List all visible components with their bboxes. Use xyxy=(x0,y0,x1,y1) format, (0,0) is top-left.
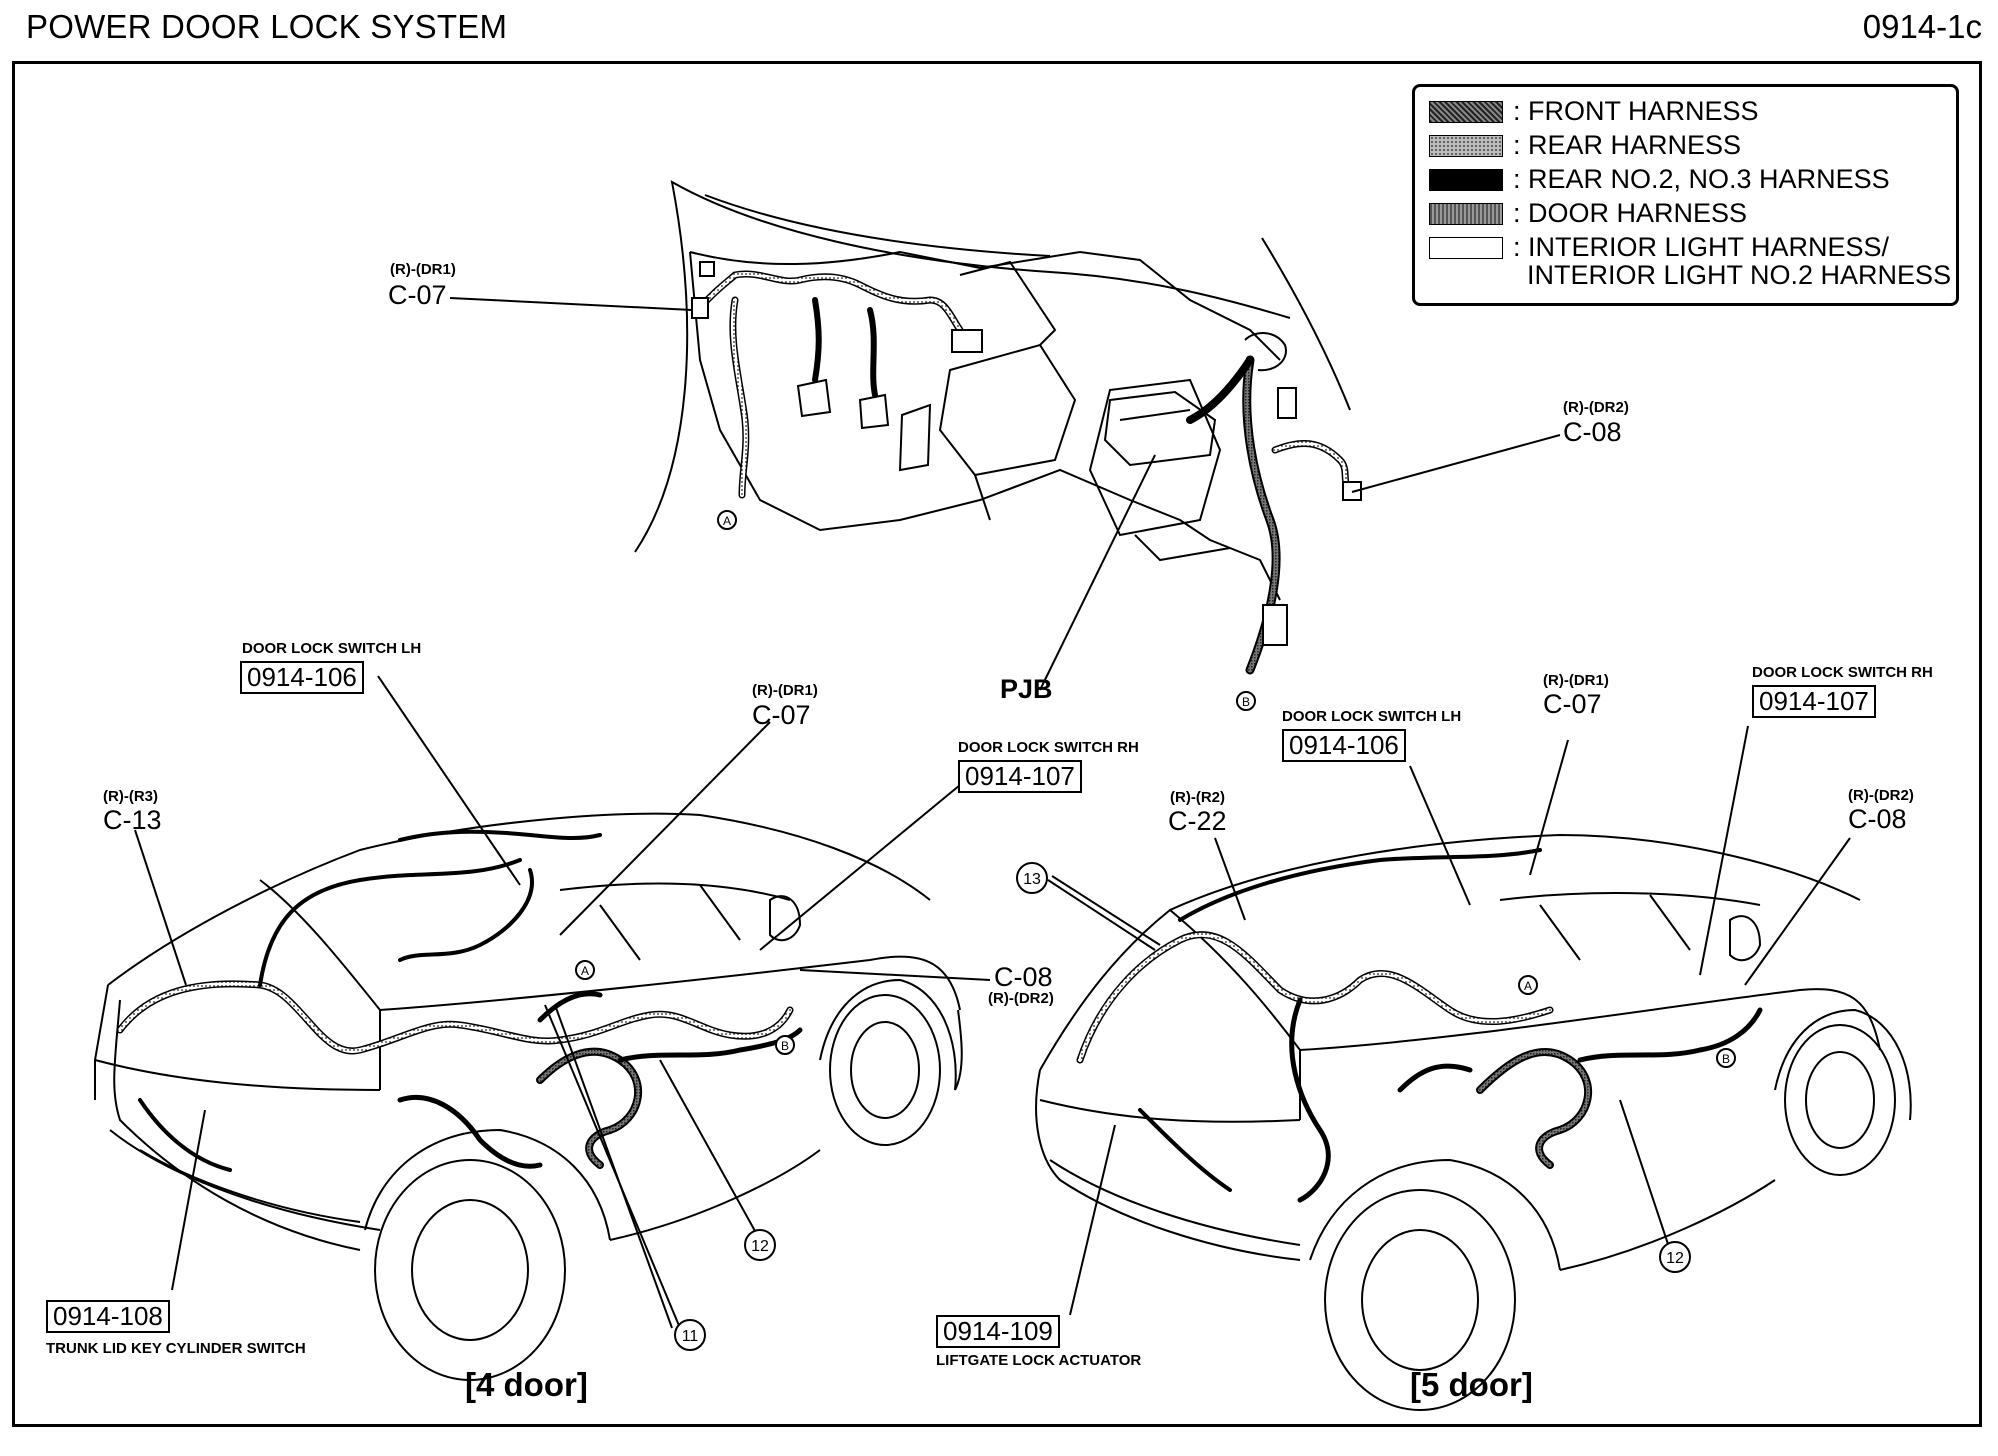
car-5door-leaders xyxy=(1047,725,1851,1316)
marker-a-5door: A xyxy=(1518,975,1538,995)
svg-text:B: B xyxy=(781,1039,789,1053)
marker-11-4door: 11 xyxy=(674,1319,706,1351)
car-4door-leaders xyxy=(134,675,991,1329)
4door-c08-code: (R)-(DR2) xyxy=(988,990,1054,1007)
legend-swatch-front xyxy=(1429,101,1503,123)
svg-text:B: B xyxy=(1722,1052,1730,1066)
page-id: 0914-1c xyxy=(1862,8,1982,45)
top-c08-code: (R)-(DR2) xyxy=(1563,399,1629,416)
dashboard-connectors xyxy=(691,261,1362,646)
legend-item-door-harness: : DOOR HARNESS xyxy=(1429,199,1747,229)
marker-12-4door: 12 xyxy=(744,1229,776,1261)
4door-door-lock-rh-ref: 0914-107 xyxy=(958,760,1082,793)
5door-door-lock-rh-label: DOOR LOCK SWITCH RH xyxy=(1752,664,1933,681)
marker-b-top: B xyxy=(1236,691,1256,711)
marker-13-5door: 13 xyxy=(1016,862,1048,894)
top-c07-label: C-07 xyxy=(388,280,447,310)
svg-text:A: A xyxy=(581,964,589,978)
page-title: POWER DOOR LOCK SYSTEM xyxy=(26,8,508,45)
harness-legend: : FRONT HARNESS : REAR HARNESS : REAR NO… xyxy=(1412,84,1959,306)
legend-swatch-rear xyxy=(1429,135,1503,157)
5door-caption: [5 door] xyxy=(1410,1366,1533,1403)
5door-c07-label: C-07 xyxy=(1543,689,1602,719)
4door-door-lock-rh-label: DOOR LOCK SWITCH RH xyxy=(958,739,1139,756)
5door-door-lock-lh-ref: 0914-106 xyxy=(1282,729,1406,762)
legend-label-interior-line1: : INTERIOR LIGHT HARNESS/ xyxy=(1513,232,1890,262)
4door-door-lock-lh-label: DOOR LOCK SWITCH LH xyxy=(242,640,422,657)
5door-c22-label: C-22 xyxy=(1168,806,1227,836)
legend-label-door: : DOOR HARNESS xyxy=(1513,198,1748,228)
5door-c08-code: (R)-(DR2) xyxy=(1848,787,1914,804)
legend-swatch-interior xyxy=(1429,237,1503,259)
legend-item-front-harness: : FRONT HARNESS xyxy=(1429,97,1759,127)
top-c08-label: C-08 xyxy=(1563,417,1622,447)
svg-text:A: A xyxy=(723,514,731,528)
4door-c07-code: (R)-(DR1) xyxy=(752,682,818,699)
4door-c13-label: C-13 xyxy=(103,805,162,835)
5door-liftgate-label: LIFTGATE LOCK ACTUATOR xyxy=(936,1352,1142,1369)
top-leader-lines xyxy=(449,297,1561,691)
svg-text:11: 11 xyxy=(682,1328,699,1345)
svg-text:12: 12 xyxy=(751,1238,769,1255)
pjb-label: PJB xyxy=(1000,674,1053,704)
car-4door-body xyxy=(94,812,963,1381)
car-5door-body xyxy=(1035,833,1912,1411)
legend-label-front: : FRONT HARNESS xyxy=(1513,96,1759,126)
legend-swatch-door xyxy=(1429,203,1503,225)
5door-c07-code: (R)-(DR1) xyxy=(1543,672,1609,689)
legend-item-interior-light-harness: : INTERIOR LIGHT HARNESS/ INTERIOR LIGHT… xyxy=(1429,233,1951,290)
5door-c22-code: (R)-(R2) xyxy=(1170,789,1225,806)
svg-text:A: A xyxy=(1524,979,1532,993)
4door-door-lock-lh-ref: 0914-106 xyxy=(240,661,364,694)
legend-label-rear-no2-no3: : REAR NO.2, NO.3 HARNESS xyxy=(1513,164,1890,194)
4door-c08-label: C-08 xyxy=(994,962,1053,992)
legend-label-interior: : INTERIOR LIGHT HARNESS/ INTERIOR LIGHT… xyxy=(1513,233,1951,290)
5door-liftgate-ref: 0914-109 xyxy=(936,1315,1060,1348)
marker-b-5door: B xyxy=(1716,1048,1736,1068)
marker-b-4door: B xyxy=(775,1035,795,1055)
top-c07-code: (R)-(DR1) xyxy=(390,261,456,278)
svg-text:13: 13 xyxy=(1023,871,1041,888)
marker-a-top: A xyxy=(717,510,737,530)
4door-c13-code: (R)-(R3) xyxy=(103,788,158,805)
legend-swatch-rear-no2-no3 xyxy=(1429,169,1503,191)
5door-door-lock-rh-ref: 0914-107 xyxy=(1752,685,1876,718)
legend-label-interior-line2: INTERIOR LIGHT NO.2 HARNESS xyxy=(1527,260,1952,291)
car-4door-harness xyxy=(116,829,803,1172)
car-5door-harness xyxy=(1076,848,1763,1203)
4door-c07-label: C-07 xyxy=(752,700,811,730)
legend-label-rear: : REAR HARNESS xyxy=(1513,130,1742,160)
4door-trunk-ref: 0914-108 xyxy=(46,1300,170,1333)
legend-item-rear-no2-no3-harness: : REAR NO.2, NO.3 HARNESS xyxy=(1429,165,1890,195)
5door-c08-label: C-08 xyxy=(1848,804,1907,834)
4door-caption: [4 door] xyxy=(465,1366,588,1403)
marker-a-4door: A xyxy=(575,960,595,980)
svg-text:B: B xyxy=(1242,695,1250,709)
legend-item-rear-harness: : REAR HARNESS xyxy=(1429,131,1741,161)
svg-text:12: 12 xyxy=(1666,1250,1684,1267)
5door-door-lock-lh-label: DOOR LOCK SWITCH LH xyxy=(1282,708,1462,725)
4door-trunk-label: TRUNK LID KEY CYLINDER SWITCH xyxy=(46,1340,306,1357)
marker-12-5door: 12 xyxy=(1659,1241,1691,1273)
diagram-frame xyxy=(12,61,1982,1427)
